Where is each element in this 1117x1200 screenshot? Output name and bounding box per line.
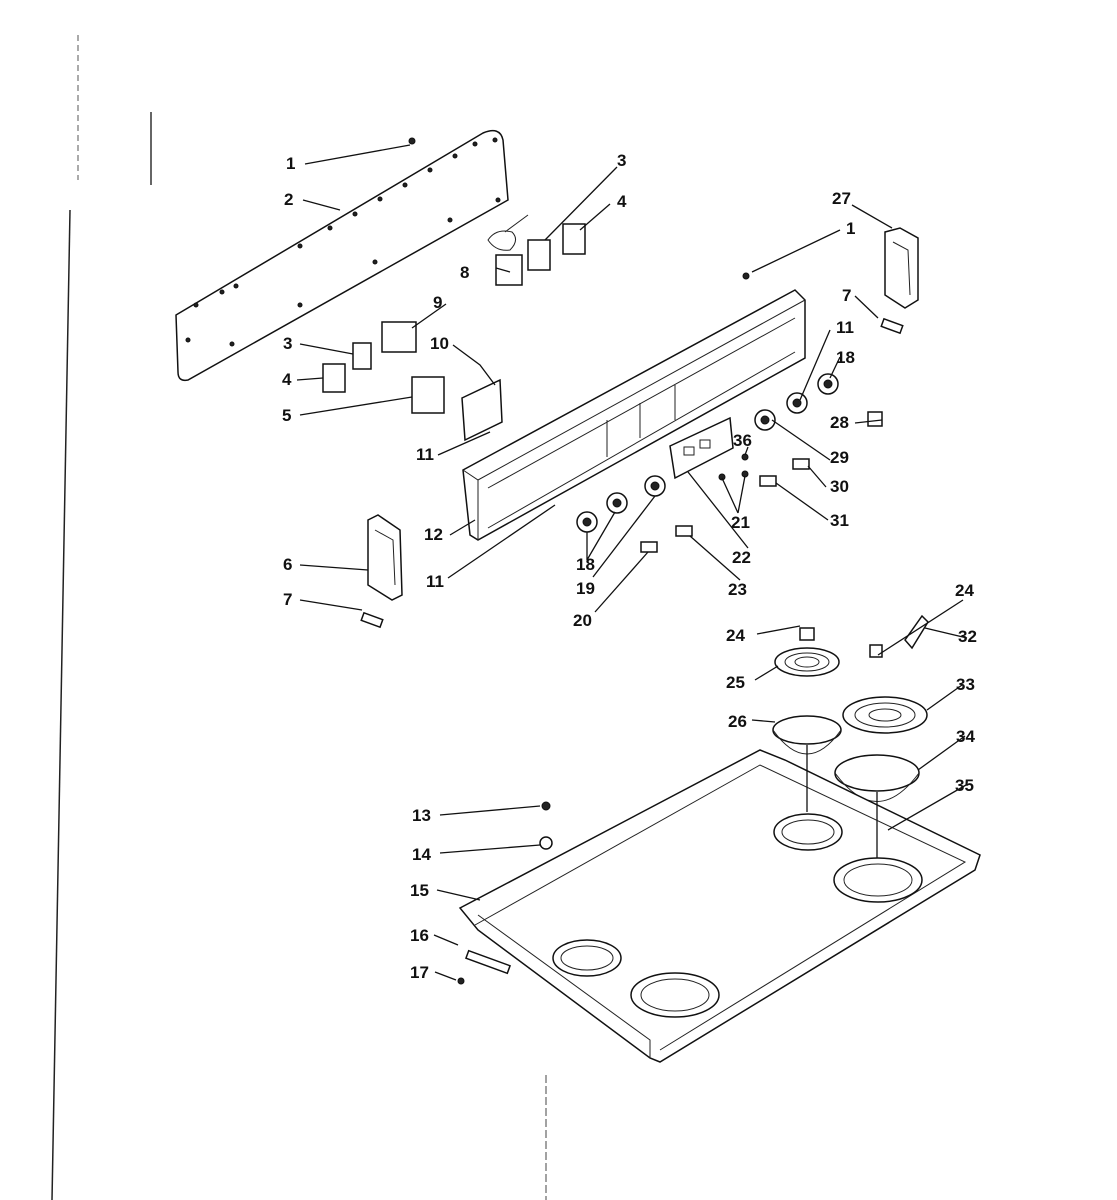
callout-33: 33 (956, 675, 975, 694)
callout-9: 9 (433, 293, 442, 312)
surface-units (772, 614, 929, 802)
callout-27: 27 (832, 189, 851, 208)
callout-4-a: 4 (617, 192, 627, 211)
callout-4-b: 4 (282, 370, 292, 389)
callout-15: 15 (410, 881, 429, 900)
callout-36: 36 (733, 431, 752, 450)
callout-8: 8 (460, 263, 469, 282)
callout-1-b: 1 (846, 219, 855, 238)
callout-21: 21 (731, 513, 750, 532)
callout-16: 16 (410, 926, 429, 945)
callout-35: 35 (955, 776, 974, 795)
leader-lines (296, 144, 968, 981)
callout-3-a: 3 (617, 151, 626, 170)
callout-26: 26 (728, 712, 747, 731)
back-panel (175, 129, 509, 382)
callout-11-a: 11 (836, 318, 854, 337)
right-end-cap (880, 227, 919, 335)
callout-7-b: 7 (283, 590, 292, 609)
callout-24-b: 24 (955, 581, 974, 600)
callout-20: 20 (573, 611, 592, 630)
callout-32: 32 (958, 627, 977, 646)
callout-1-a: 1 (286, 154, 295, 173)
callout-24-a: 24 (726, 626, 745, 645)
left-end-cap (360, 514, 403, 629)
callout-23: 23 (728, 580, 747, 599)
callout-29: 29 (830, 448, 849, 467)
callout-28: 28 (830, 413, 849, 432)
callout-34: 34 (956, 727, 975, 746)
control-panel (462, 289, 806, 541)
callout-19: 19 (576, 579, 595, 598)
callout-2: 2 (284, 190, 293, 209)
callout-6: 6 (283, 555, 292, 574)
callout-31: 31 (830, 511, 849, 530)
hardware (457, 272, 750, 985)
callout-11-b: 11 (416, 445, 434, 464)
callout-30: 30 (830, 477, 849, 496)
callout-18-a: 18 (836, 348, 855, 367)
callout-11-c: 11 (426, 572, 444, 591)
callout-25: 25 (726, 673, 745, 692)
switch-parts (322, 214, 586, 442)
callout-10: 10 (430, 334, 449, 353)
callout-13: 13 (412, 806, 431, 825)
callout-14: 14 (412, 845, 431, 864)
callout-7-a: 7 (842, 286, 851, 305)
callout-12: 12 (424, 525, 443, 544)
callout-labels: 1 2 3 4 27 1 8 9 3 10 4 5 7 11 18 28 36 … (282, 151, 977, 982)
callout-17: 17 (410, 963, 429, 982)
callout-22: 22 (732, 548, 751, 567)
scan-margin-lines (51, 35, 547, 1200)
cooktop (458, 749, 981, 1063)
callout-3-b: 3 (283, 334, 292, 353)
callout-18-b: 18 (576, 555, 595, 574)
callout-5: 5 (282, 406, 291, 425)
